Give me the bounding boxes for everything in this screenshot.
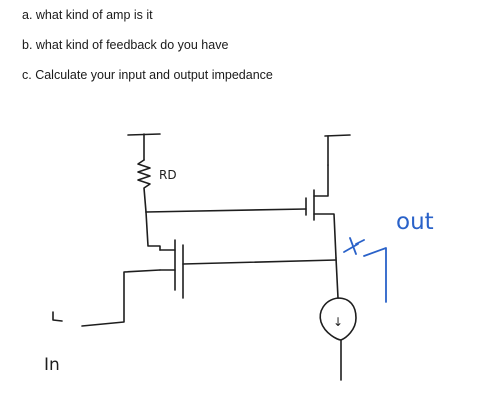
upper-supply-rail — [324, 134, 351, 166]
output-label: out — [396, 209, 434, 235]
input-label: In — [44, 355, 60, 375]
question-a: a. what kind of amp is it — [22, 8, 153, 22]
wire-output-node — [335, 257, 339, 299]
resistor-supply-rail — [127, 133, 161, 161]
wire-drain-to-upper-gate — [145, 208, 307, 213]
wire-rd-to-lower-drain — [145, 211, 161, 251]
current-source-arrow: ↓ — [333, 315, 343, 329]
resistor-label: RD — [159, 168, 177, 182]
question-b: b. what kind of feedback do you have — [22, 38, 229, 52]
input-wire — [52, 269, 161, 327]
question-list: a. what kind of amp is it b. what kind o… — [22, 8, 462, 98]
current-source: ↓ — [319, 297, 357, 381]
upper-transistor — [305, 164, 337, 259]
lower-transistor — [159, 239, 337, 299]
output-annotation — [343, 237, 387, 303]
question-c: c. Calculate your input and output imped… — [22, 68, 273, 82]
resistor-rd — [137, 159, 151, 213]
